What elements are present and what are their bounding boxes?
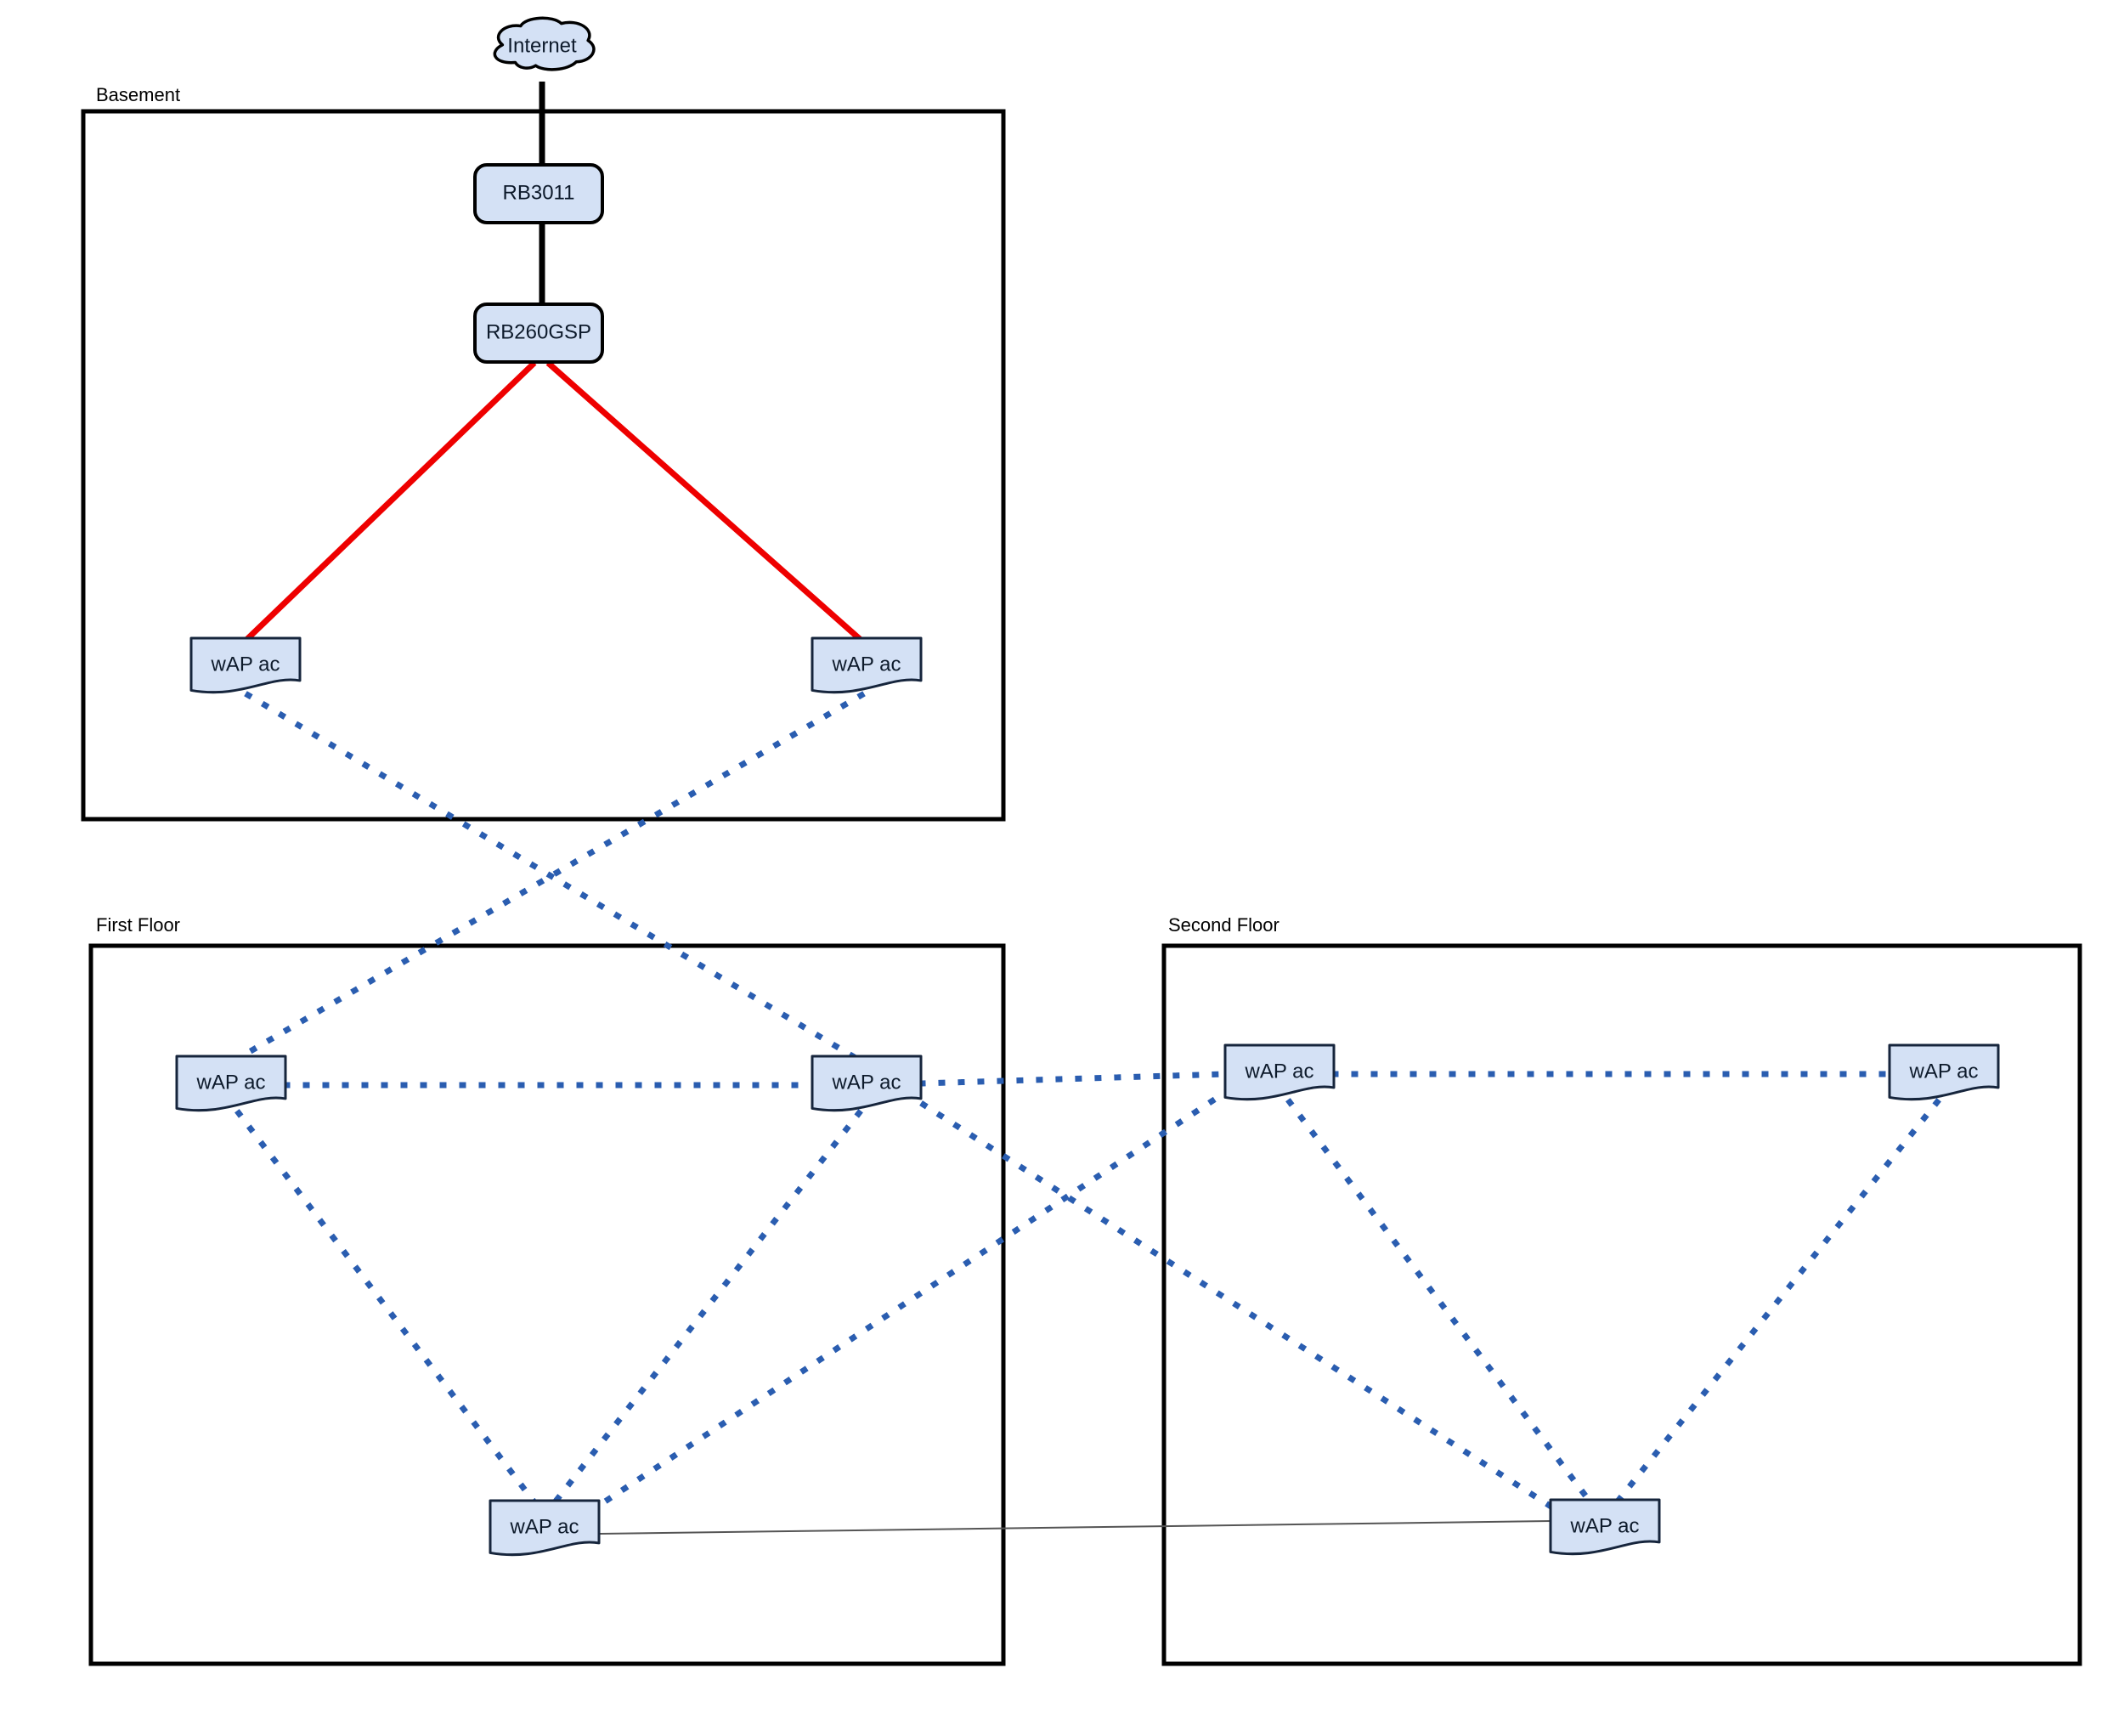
node-label: wAP ac — [832, 1071, 901, 1094]
node-wap-basement-left[interactable]: wAP ac — [189, 636, 302, 694]
cloud-icon — [493, 16, 596, 71]
node-label: wAP ac — [1570, 1514, 1640, 1537]
edge-wap-second-left-to-wap-first-bottom[interactable] — [590, 1086, 1233, 1513]
access-point-shape — [1223, 1043, 1336, 1101]
access-point-shape — [189, 636, 302, 694]
node-wap-first-left[interactable]: wAP ac — [175, 1055, 287, 1112]
node-wap-second-right[interactable]: wAP ac — [1888, 1043, 2000, 1101]
node-label: wAP ac — [832, 653, 901, 676]
access-point-shape — [1549, 1498, 1661, 1556]
edge-wap-first-bottom-to-wap-second-bottom[interactable] — [598, 1520, 1551, 1535]
node-rb260gsp[interactable]: RB260GSP — [473, 303, 604, 364]
edge-rb260gsp-to-wap-basement-right[interactable] — [545, 360, 862, 642]
node-wap-first-bottom[interactable]: wAP ac — [489, 1499, 601, 1557]
node-label: wAP ac — [1909, 1060, 1979, 1083]
router-box-shape — [473, 303, 604, 364]
second-floor-label: Second Floor — [1168, 914, 1279, 936]
node-wap-second-left[interactable]: wAP ac — [1223, 1043, 1336, 1101]
node-wap-second-bottom[interactable]: wAP ac — [1549, 1498, 1661, 1556]
node-label: RB3011 — [503, 181, 575, 204]
node-label: wAP ac — [510, 1515, 579, 1538]
access-point-shape — [489, 1499, 601, 1557]
edge-wap-first-right-to-wap-first-bottom[interactable] — [551, 1109, 863, 1507]
edge-wap-first-left-to-wap-first-bottom[interactable] — [234, 1109, 539, 1507]
router-box-shape — [473, 163, 604, 224]
edge-wap-second-right-to-wap-second-bottom[interactable] — [1613, 1098, 1941, 1507]
first-floor-label: First Floor — [96, 914, 180, 936]
edge-group — [230, 82, 1941, 1535]
basement-label: Basement — [96, 84, 180, 105]
node-wap-basement-right[interactable]: wAP ac — [811, 636, 923, 694]
access-point-shape — [811, 636, 923, 694]
edge-rb260gsp-to-wap-basement-left[interactable] — [245, 360, 537, 642]
node-wap-first-right[interactable]: wAP ac — [811, 1055, 923, 1112]
node-label: wAP ac — [196, 1071, 266, 1094]
edge-wap-basement-right-to-wap-first-left[interactable] — [230, 691, 866, 1065]
edge-wap-first-right-to-wap-second-bottom[interactable] — [919, 1100, 1554, 1510]
zone-group — [81, 109, 2082, 1666]
node-rb3011[interactable]: RB3011 — [473, 163, 604, 224]
access-point-shape — [175, 1055, 287, 1112]
zone-second_floor — [1161, 943, 2082, 1666]
node-label: wAP ac — [211, 653, 280, 676]
access-point-shape — [811, 1055, 923, 1112]
edge-wap-first-right-to-wap-second-left[interactable] — [918, 1071, 1229, 1087]
node-label: wAP ac — [1245, 1060, 1314, 1083]
node-label: Internet — [507, 34, 577, 57]
access-point-shape — [1888, 1043, 2000, 1101]
node-internet[interactable]: Internet — [493, 16, 596, 71]
zone-first_floor — [88, 943, 1006, 1666]
edge-wap-basement-left-to-wap-first-right[interactable] — [244, 691, 864, 1065]
node-label: RB260GSP — [486, 320, 591, 343]
edge-wap-second-left-to-wap-second-bottom[interactable] — [1285, 1098, 1595, 1507]
